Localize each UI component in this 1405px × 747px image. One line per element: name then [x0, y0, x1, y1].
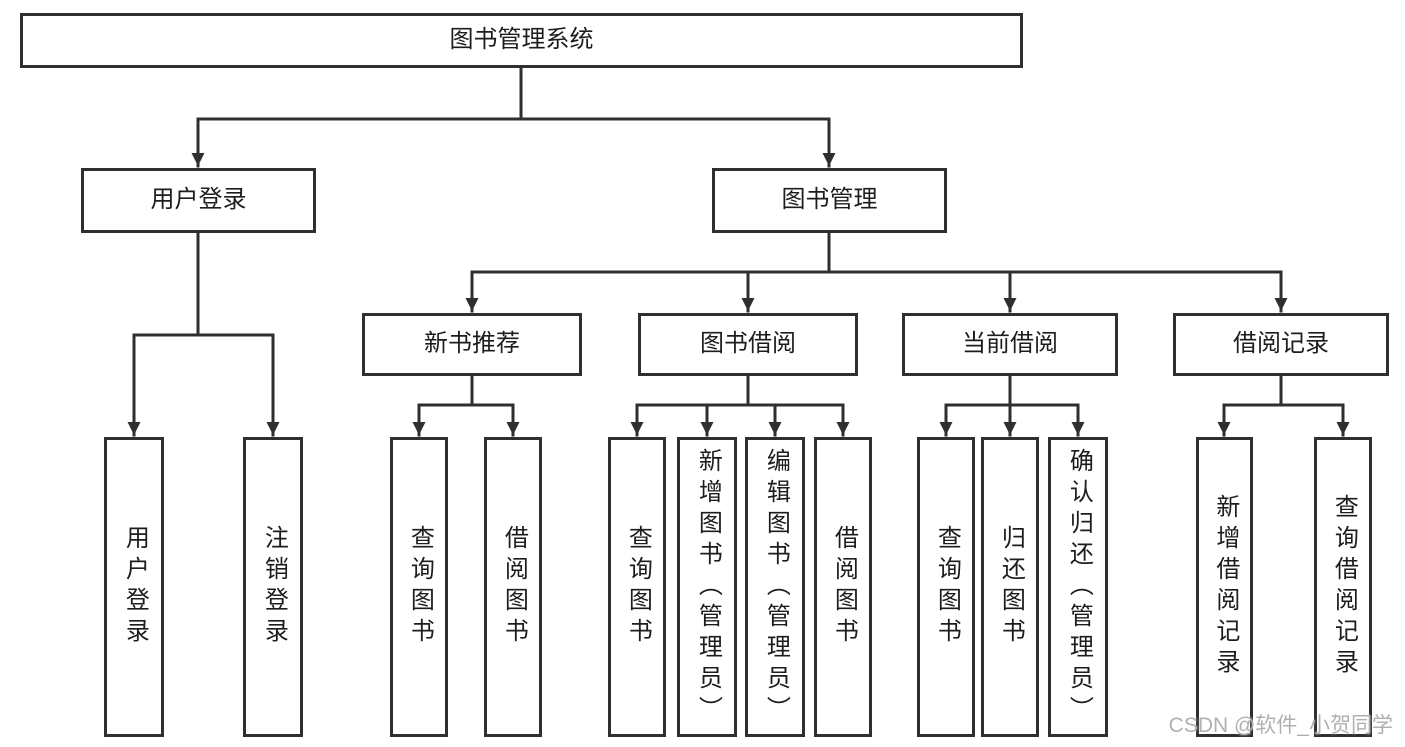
connector-borrow-records-rail — [1222, 374, 1345, 407]
node-book-borrow-label: 图书借阅 — [700, 330, 796, 358]
node-new-book-recommend: 新书推荐 — [362, 313, 582, 376]
node-user-login-label: 用户登录 — [150, 186, 247, 214]
node-current-borrow: 当前借阅 — [902, 313, 1118, 376]
leaf-cb-query-books: 查询图书 — [917, 437, 975, 737]
node-book-borrow: 图书借阅 — [638, 313, 858, 376]
node-borrow-records-label: 借阅记录 — [1233, 330, 1329, 358]
leaf-user-login: 用户登录 — [104, 437, 164, 737]
leaf-cb-return-books-label: 归还图书 — [997, 525, 1025, 649]
leaf-bb-edit-books-admin-label: 编辑图书（管理员） — [762, 447, 790, 727]
leaf-nb-borrow-books-label: 借阅图书 — [500, 525, 528, 649]
leaf-user-login-label: 用户登录 — [121, 525, 149, 649]
watermark: CSDN @软件_小贺同学 — [1168, 714, 1393, 737]
node-root: 图书管理系统 — [20, 13, 1023, 68]
connector-root-rail — [196, 66, 831, 121]
connector-book-borrow-rail — [635, 374, 845, 407]
connector-current-borrow-rail — [944, 374, 1080, 407]
leaf-cb-confirm-return-admin-label: 确认归还（管理员） — [1065, 447, 1093, 727]
leaf-cb-query-books-label: 查询图书 — [933, 525, 961, 649]
leaf-br-query-record-label: 查询借阅记录 — [1330, 494, 1358, 680]
leaf-bb-edit-books-admin: 编辑图书（管理员） — [745, 437, 805, 737]
connector-new-book-rail — [417, 374, 515, 407]
node-new-book-recommend-label: 新书推荐 — [424, 330, 520, 358]
node-current-borrow-label: 当前借阅 — [962, 330, 1058, 358]
leaf-nb-query-books-label: 查询图书 — [406, 525, 434, 649]
node-book-mgmt-label: 图书管理 — [781, 186, 878, 214]
leaf-cb-return-books: 归还图书 — [981, 437, 1039, 737]
connector-book-mgmt-rail — [470, 231, 1283, 274]
node-user-login: 用户登录 — [81, 168, 316, 233]
node-root-label: 图书管理系统 — [449, 26, 594, 54]
leaf-bb-borrow-books: 借阅图书 — [814, 437, 872, 737]
leaf-bb-add-books-admin-label: 新增图书（管理员） — [694, 447, 722, 727]
leaf-bb-add-books-admin: 新增图书（管理员） — [677, 437, 737, 737]
leaf-bb-query-books: 查询图书 — [608, 437, 666, 737]
leaf-nb-borrow-books: 借阅图书 — [484, 437, 542, 737]
node-book-mgmt: 图书管理 — [712, 168, 947, 233]
leaf-br-query-record: 查询借阅记录 — [1314, 437, 1372, 737]
leaf-br-add-record-label: 新增借阅记录 — [1211, 494, 1239, 680]
leaf-cb-confirm-return-admin: 确认归还（管理员） — [1048, 437, 1108, 737]
leaf-bb-query-books-label: 查询图书 — [624, 525, 652, 649]
leaf-logout-label: 注销登录 — [260, 525, 288, 649]
node-borrow-records: 借阅记录 — [1173, 313, 1389, 376]
leaf-nb-query-books: 查询图书 — [390, 437, 448, 737]
leaf-logout: 注销登录 — [243, 437, 303, 737]
leaf-bb-borrow-books-label: 借阅图书 — [830, 525, 858, 649]
leaf-br-add-record: 新增借阅记录 — [1196, 437, 1253, 737]
connector-user-login-rail — [132, 231, 275, 337]
